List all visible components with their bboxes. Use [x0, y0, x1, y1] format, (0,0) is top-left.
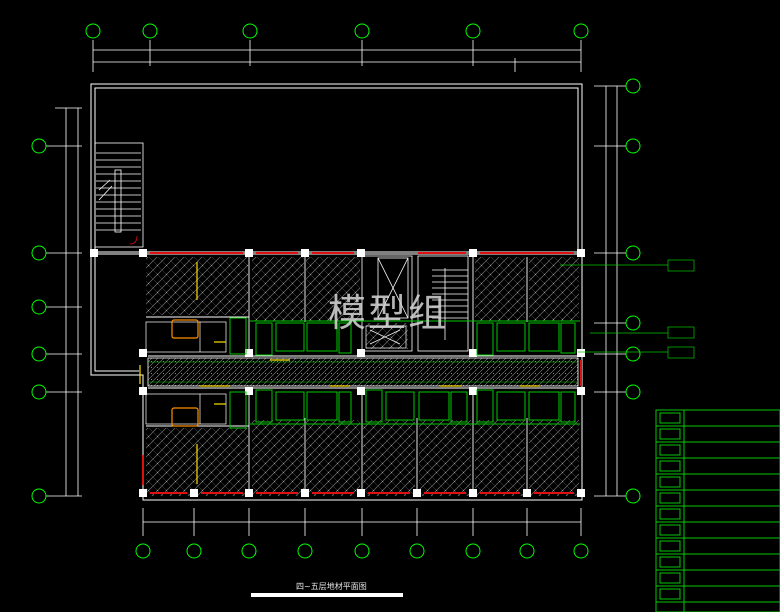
- orange-fixtures: [171, 319, 199, 427]
- green-fixtures: [229, 317, 580, 429]
- stair-top-left: [94, 142, 144, 248]
- left-grid-bubbles: [31, 138, 47, 504]
- drawing-caption: 四~五层地材平面图: [296, 582, 367, 591]
- structural-columns: [90, 249, 585, 497]
- leader-lines: [560, 259, 695, 359]
- right-grid-bubbles: [625, 78, 641, 504]
- door-swing: [129, 235, 138, 245]
- bottom-grid-bubbles: [135, 543, 589, 559]
- yellow-accents: [139, 262, 540, 484]
- washroom-fixtures: [145, 321, 407, 425]
- corridor: [147, 357, 579, 387]
- top-dimension-lines: [92, 40, 582, 72]
- right-dimension-lines: [594, 85, 626, 497]
- core-stair-elevator: [361, 255, 469, 352]
- partition-walls: [146, 257, 578, 489]
- red-wall-segments: [142, 252, 582, 494]
- left-dimension-lines: [46, 107, 82, 497]
- title-block: [655, 409, 780, 612]
- south-room-hatch: [146, 420, 579, 496]
- caption-underline: [251, 593, 403, 597]
- top-grid-bubbles: [85, 23, 589, 39]
- bottom-dimension-lines: [142, 508, 582, 536]
- watermark-text: 模型组: [328, 291, 449, 335]
